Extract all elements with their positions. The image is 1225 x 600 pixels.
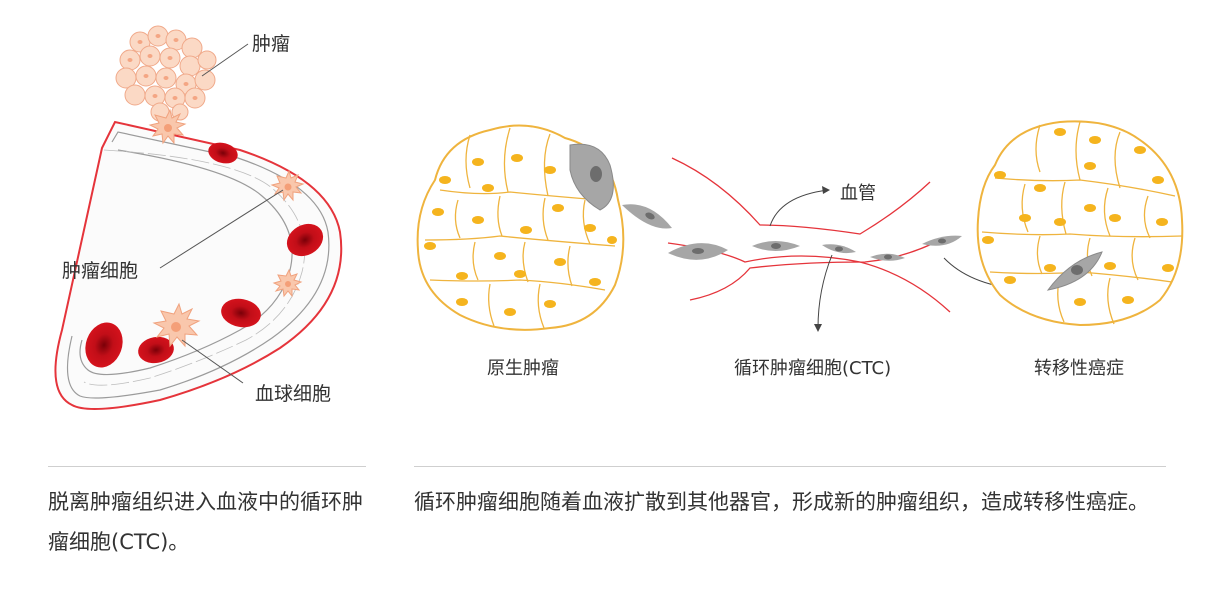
tumor-cell: [272, 268, 303, 298]
red-blood-cell: [85, 322, 123, 368]
label-ctc: 循环肿瘤细胞(CTC): [734, 358, 891, 379]
label-metastasis: 转移性癌症: [1034, 358, 1124, 379]
left-panel: 肿瘤 肿瘤细胞 血球细胞: [54, 25, 343, 410]
tumor-cell: [148, 108, 187, 145]
caption-left: 脱离肿瘤组织进入血液中的循环肿瘤细胞(CTC)。: [48, 490, 363, 554]
caption-right: 循环肿瘤细胞随着血液扩散到其他器官，形成新的肿瘤组织，造成转移性癌症。: [414, 490, 1149, 514]
divider-left: [48, 466, 366, 467]
tumor-cluster: [115, 25, 217, 122]
tumor-cell: [152, 302, 201, 348]
red-blood-cell: [138, 336, 174, 364]
label-tumor: 肿瘤: [252, 33, 290, 55]
red-blood-cell: [208, 142, 238, 164]
tumor-cells-left: [148, 108, 305, 348]
red-blood-cell: [221, 298, 261, 328]
metastatic-tumor: [976, 120, 1184, 327]
label-blood-cell: 血球细胞: [255, 383, 331, 405]
ctc-cell: [922, 235, 962, 246]
ctc-cell: [870, 253, 905, 261]
divider-right: [414, 466, 1166, 467]
red-blood-cells: [85, 142, 324, 368]
leader-lines-left: [159, 43, 284, 384]
label-tumor-cell: 肿瘤细胞: [62, 260, 138, 282]
red-blood-cell: [286, 223, 324, 257]
ctc-cells: [622, 204, 962, 261]
primary-tumor: [416, 124, 625, 331]
ctc-cell: [822, 244, 856, 254]
tumor-cell: [270, 169, 305, 202]
label-primary-tumor: 原生肿瘤: [487, 358, 559, 379]
ctc-cell: [668, 243, 728, 260]
label-blood-vessel: 血管: [840, 183, 876, 204]
right-panel: 血管 原生肿瘤 循环肿瘤细胞(CTC) 转移性癌症: [416, 120, 1184, 379]
ctc-cell: [752, 241, 800, 251]
ctc-cell: [622, 204, 672, 229]
blood-vessel-right: [667, 157, 951, 313]
